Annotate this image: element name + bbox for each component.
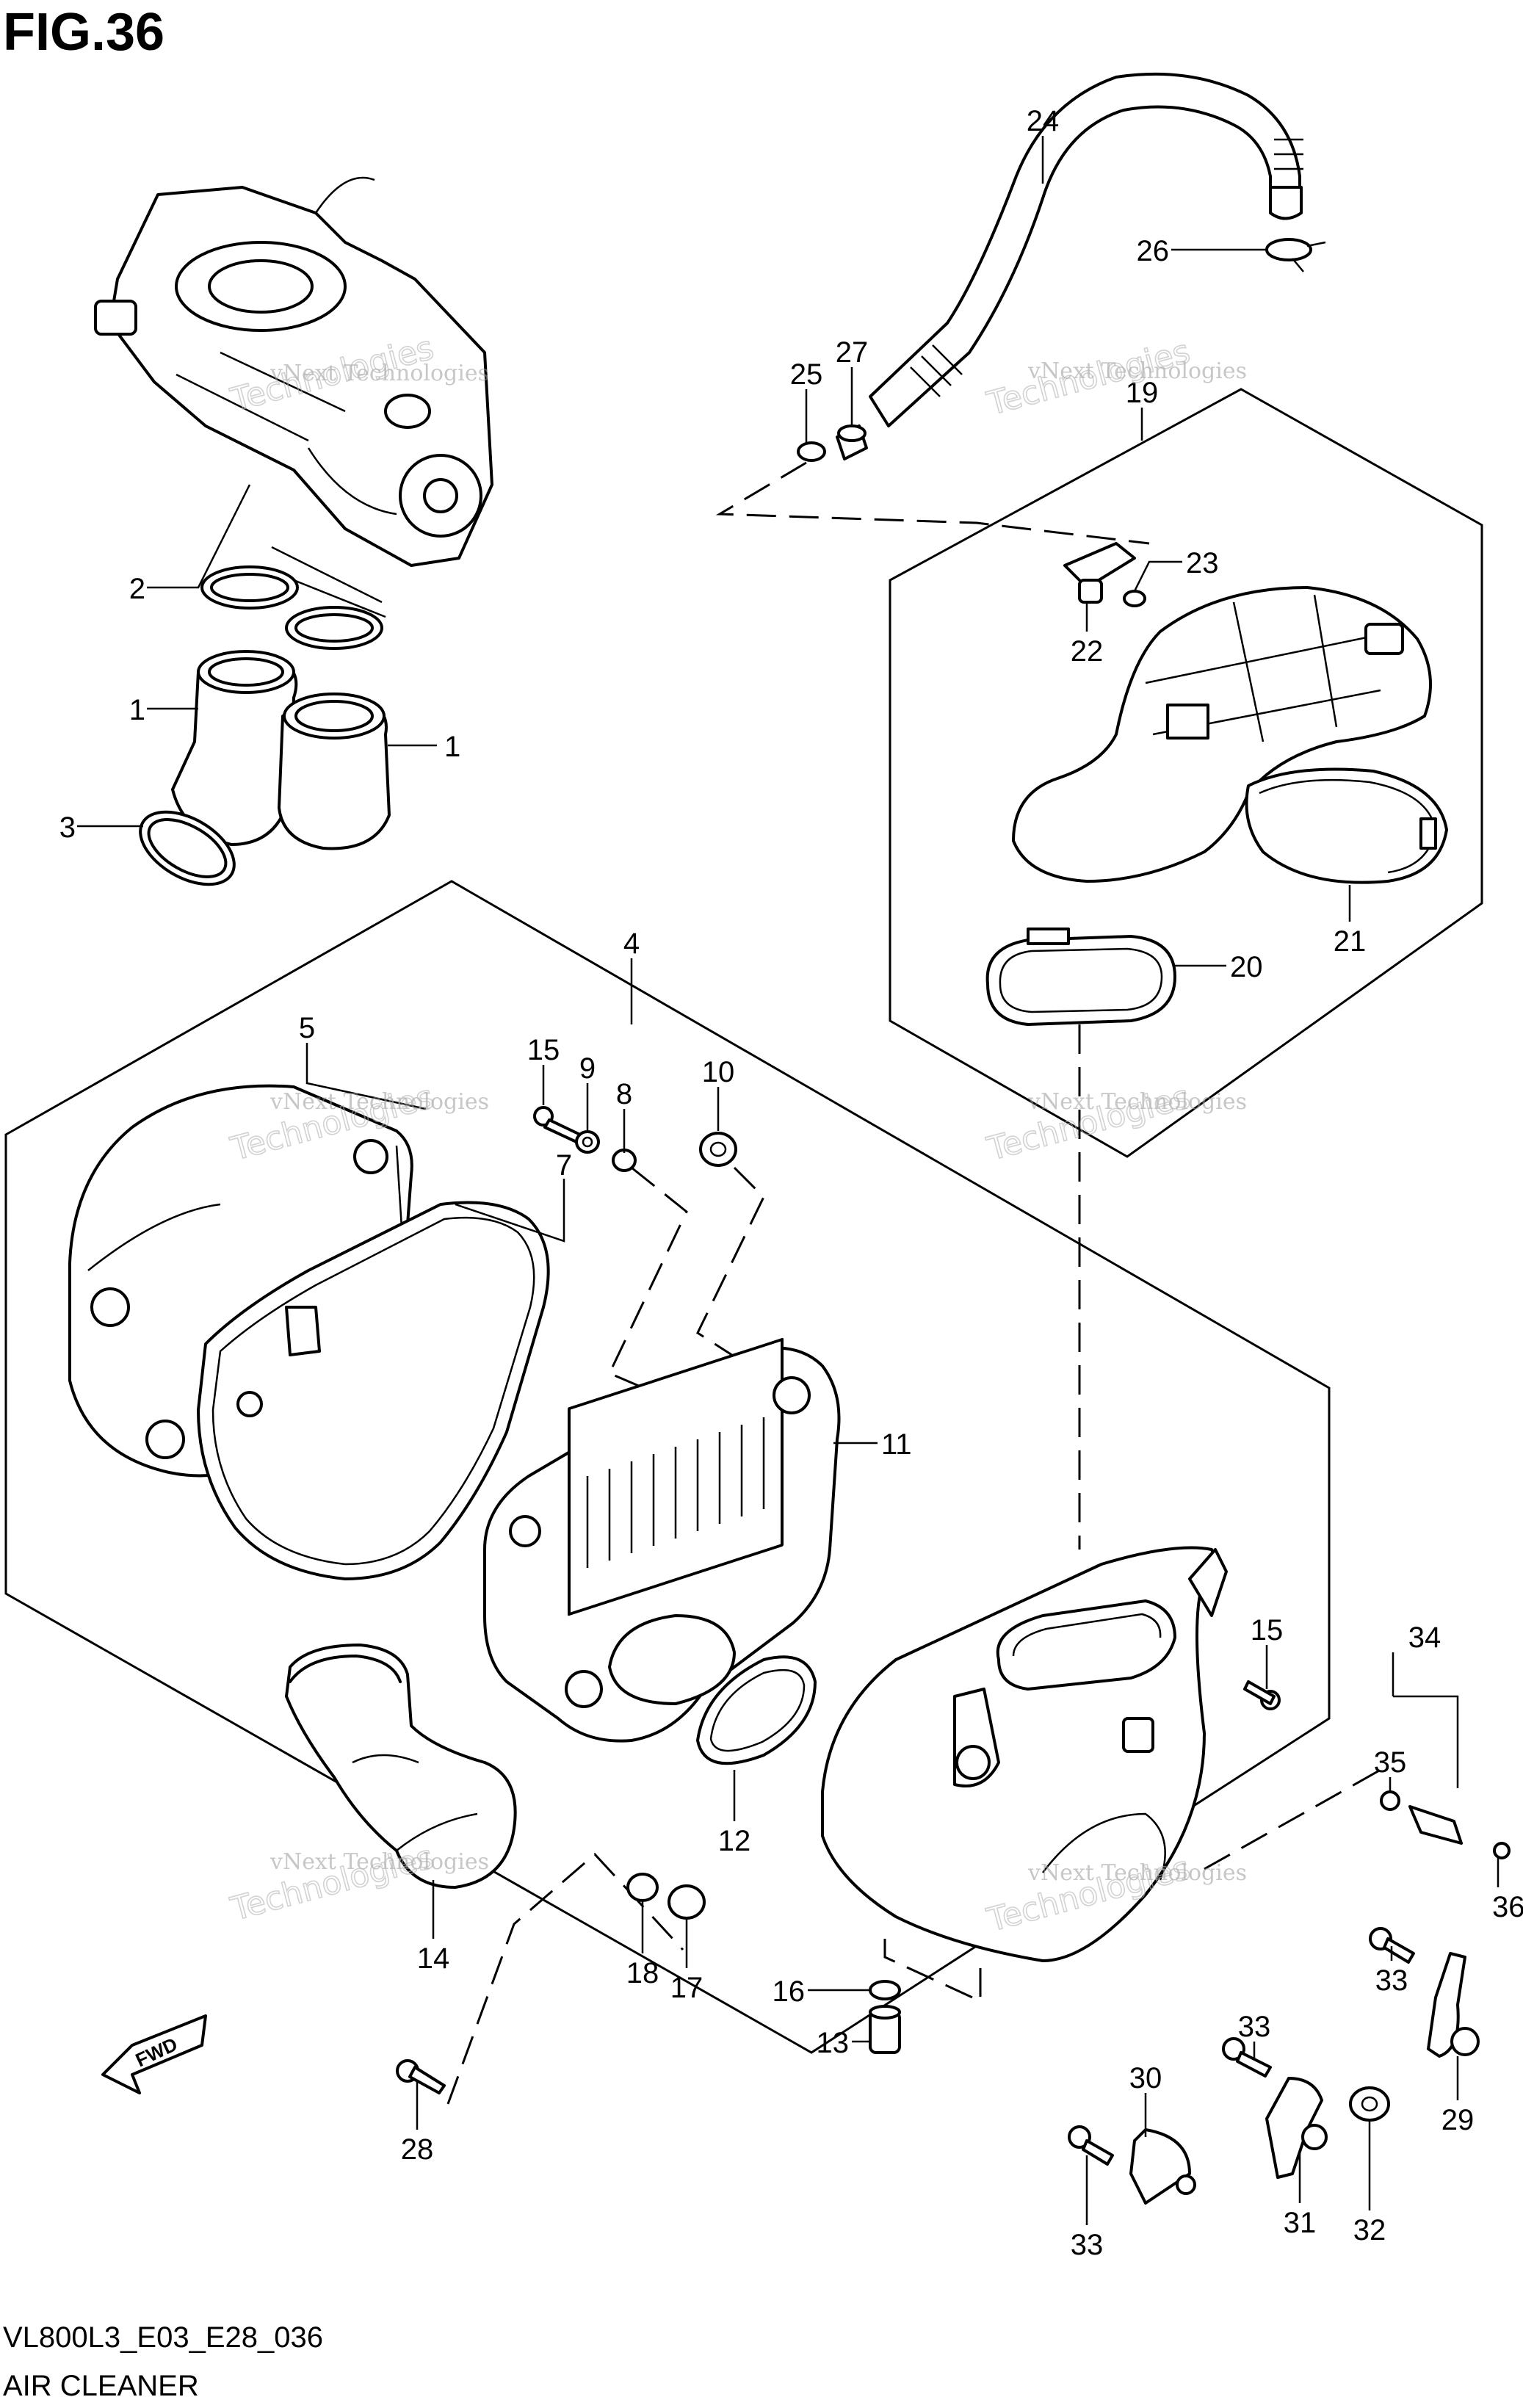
bolt-part-28 (396, 2059, 446, 2094)
bolt-part-33-left (1068, 2125, 1114, 2166)
clip-part-25 (797, 441, 826, 462)
bracket-part-31 (1265, 2077, 1328, 2179)
callout-35: 35 (1374, 1746, 1407, 1779)
callout-2: 2 (129, 573, 145, 605)
watermark-text: vNext Technologies (269, 1849, 489, 1875)
callout-8: 8 (616, 1078, 632, 1110)
callout-15b: 15 (1251, 1614, 1284, 1646)
clamp-part-21 (1245, 767, 1448, 884)
callout-23: 23 (1186, 547, 1219, 579)
collar-part-13 (869, 2005, 901, 2054)
bracket-part-30 (1129, 2128, 1196, 2205)
ref-line-24-to-19 (715, 461, 1150, 545)
callout-31: 31 (1284, 2207, 1317, 2239)
callout-34: 34 (1408, 1621, 1441, 1654)
callout-33b: 33 (1238, 2011, 1271, 2043)
grommet-part-32 (1349, 2086, 1390, 2122)
callout-12: 12 (718, 1825, 751, 1857)
intake-duct (1012, 586, 1432, 883)
sensor-part-34 (1380, 1790, 1511, 1859)
bracket-part-29 (1427, 1952, 1480, 2058)
watermark-text: vNext Technologies (1027, 1860, 1247, 1886)
callout-1b: 1 (444, 731, 460, 763)
callout-1a: 1 (129, 694, 145, 726)
watermark-text: vNext Technologies (269, 361, 489, 386)
callout-4: 4 (623, 928, 640, 960)
collar-part-9 (575, 1130, 600, 1154)
intake-duct-assembly-box (889, 388, 1483, 1158)
gasket-part-7 (197, 1201, 550, 1580)
callout-27: 27 (836, 336, 869, 369)
callout-9: 9 (579, 1052, 596, 1085)
watermark-text: vNext Technologies (1027, 1089, 1247, 1115)
callout-13: 13 (817, 2027, 850, 2059)
callout-11: 11 (881, 1428, 912, 1461)
bolt-part-33-right (1369, 1927, 1415, 1964)
intake-pipe-part-1 (171, 650, 391, 850)
figure-name: AIR CLEANER (3, 2370, 199, 2402)
callout-20: 20 (1230, 951, 1263, 983)
callout-16: 16 (773, 1975, 806, 2008)
ref-line-28-17 (446, 1852, 684, 2105)
callout-28: 28 (401, 2133, 434, 2166)
callout-22: 22 (1071, 635, 1104, 668)
joint-part-22 (1063, 542, 1136, 604)
fwd-arrow: FWD (101, 2014, 207, 2094)
callout-24: 24 (1027, 105, 1060, 137)
clip-part-26 (1265, 238, 1326, 272)
filter-element-part-11 (483, 1337, 841, 1743)
bolt-part-15-top (533, 1106, 582, 1143)
figure-title: FIG.36 (3, 3, 164, 62)
grommet-part-10 (699, 1132, 737, 1167)
callout-labels: 1 1 2 3 4 5 7 8 9 10 11 12 13 14 15 15 1… (59, 105, 1523, 2261)
clip-part-23 (1123, 590, 1146, 607)
callout-15a: 15 (527, 1034, 560, 1066)
clip-part-16 (869, 1980, 901, 2000)
callout-7: 7 (556, 1149, 572, 1182)
callout-25: 25 (790, 358, 823, 391)
seal-ring-part-3 (139, 810, 236, 886)
callout-33c: 33 (1071, 2229, 1104, 2261)
bolt-part-33-mid (1222, 2037, 1272, 2078)
gasket-part-12 (696, 1655, 817, 1765)
watermark-text: vNext Technologies (1027, 358, 1247, 384)
breather-hose-part-24 (869, 72, 1303, 427)
seal-part-20 (985, 928, 1176, 1026)
duct-part-14 (285, 1644, 517, 1889)
watermark-text: vNext Technologies (269, 1089, 489, 1115)
throttle-body (94, 176, 493, 567)
ref-line-10-filter (696, 1166, 765, 1367)
callout-5: 5 (299, 1012, 315, 1044)
leader-lines (77, 136, 1500, 2225)
figure-code: VL800L3_E03_E28_036 (3, 2321, 323, 2354)
callout-21: 21 (1334, 925, 1367, 958)
clamp-part-2 (200, 546, 386, 650)
callout-18: 18 (626, 1957, 659, 1989)
air-cleaner-assembly-box (4, 880, 1331, 2054)
ref-line-8-filter (607, 1166, 688, 1397)
collar-part-18 (626, 1873, 659, 1902)
washer-part-8 (612, 1149, 637, 1172)
callout-29: 29 (1441, 2104, 1475, 2136)
callout-26: 26 (1137, 235, 1170, 267)
air-cleaner-case (821, 1546, 1228, 1962)
callout-30: 30 (1129, 2062, 1162, 2094)
bolt-part-15-case (1243, 1680, 1281, 1710)
ref-line-16 (883, 1939, 982, 2003)
callout-14: 14 (417, 1942, 450, 1975)
callout-32: 32 (1353, 2214, 1386, 2246)
callout-36: 36 (1492, 1891, 1523, 1923)
ref-line-34-case (1204, 1768, 1381, 1870)
callout-33a: 33 (1375, 1964, 1408, 1997)
callout-17: 17 (670, 1972, 703, 2004)
fitting-part-27 (836, 424, 868, 460)
callout-10: 10 (702, 1056, 735, 1088)
grommet-part-17 (668, 1884, 706, 1920)
callout-3: 3 (59, 811, 76, 844)
callout-19: 19 (1126, 377, 1159, 409)
